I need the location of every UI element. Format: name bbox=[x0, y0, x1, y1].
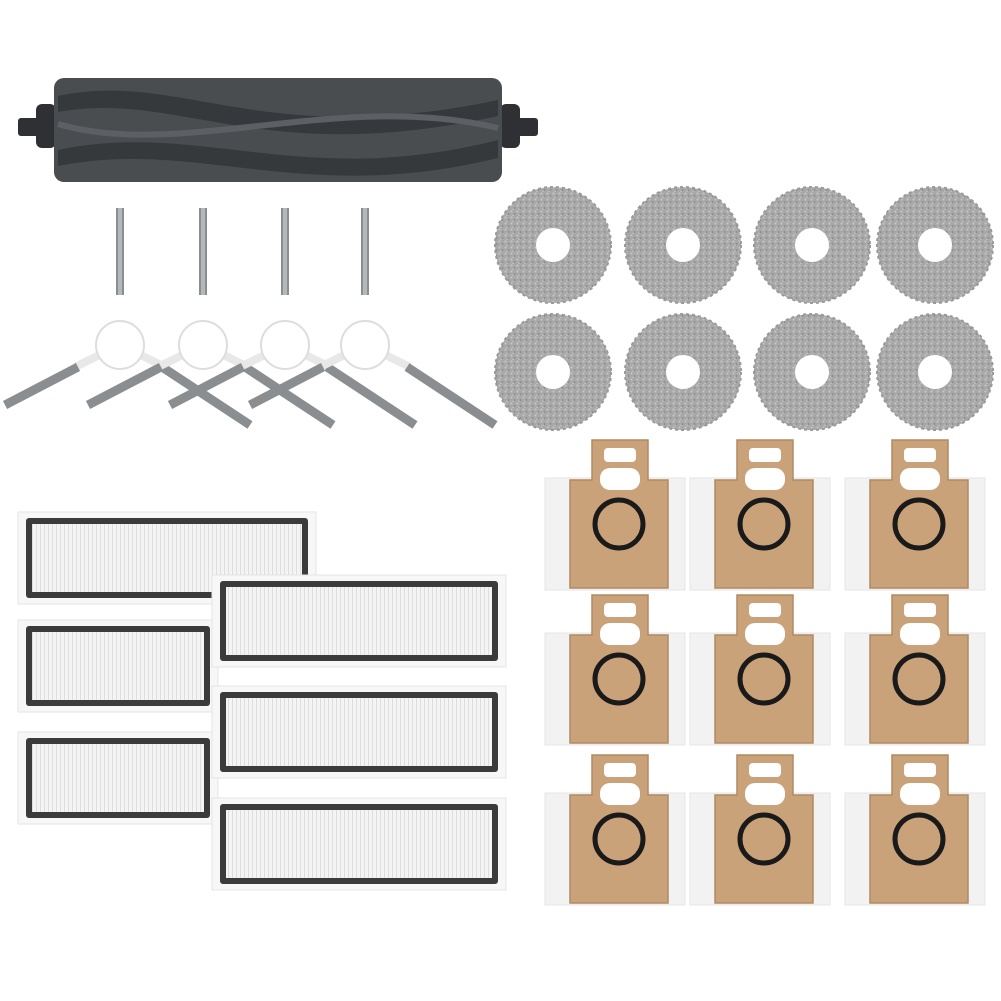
hepa-filter bbox=[211, 797, 507, 891]
mop-pad bbox=[753, 313, 871, 431]
dust-bag bbox=[544, 754, 686, 906]
mop-pad-group bbox=[494, 186, 994, 431]
side-brush bbox=[85, 208, 336, 429]
main-roller-brush bbox=[18, 78, 538, 182]
side-brush bbox=[2, 208, 253, 429]
filter-group bbox=[17, 511, 507, 891]
side-brush-group bbox=[2, 208, 498, 429]
side-brush bbox=[247, 208, 498, 429]
dust-bag-group bbox=[544, 439, 986, 906]
mop-pad bbox=[624, 186, 742, 304]
dust-bag bbox=[689, 594, 831, 746]
mop-pad bbox=[876, 186, 994, 304]
hepa-filter bbox=[211, 574, 507, 668]
side-brush bbox=[167, 208, 418, 429]
dust-bag bbox=[844, 754, 986, 906]
mop-pad bbox=[494, 186, 612, 304]
dust-bag bbox=[544, 594, 686, 746]
dust-bag bbox=[844, 439, 986, 591]
mop-pad bbox=[876, 313, 994, 431]
mop-pad bbox=[624, 313, 742, 431]
dust-bag bbox=[689, 754, 831, 906]
mop-pad bbox=[753, 186, 871, 304]
hepa-filter bbox=[17, 731, 219, 825]
dust-bag bbox=[844, 594, 986, 746]
mop-pad bbox=[494, 313, 612, 431]
hepa-filter bbox=[17, 619, 219, 713]
dust-bag bbox=[689, 439, 831, 591]
dust-bag bbox=[544, 439, 686, 591]
hepa-filter bbox=[211, 685, 507, 779]
